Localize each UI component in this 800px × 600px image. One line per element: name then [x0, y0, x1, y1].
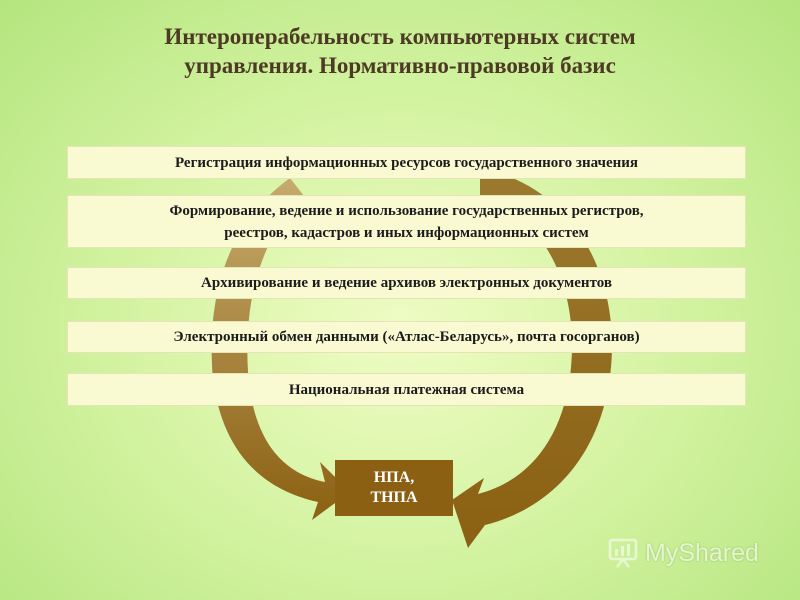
myshared-watermark-text: MyShared — [645, 538, 759, 567]
item-data-exchange-text: Электронный обмен данными («Атлас-Белару… — [173, 329, 640, 345]
npa-box-line-1: НПА, — [373, 469, 415, 486]
item-archiving: Архивирование и ведение архивов электрон… — [67, 267, 746, 299]
npa-box: НПА, ТНПА — [335, 460, 453, 516]
cycle-arrow-right — [452, 168, 612, 548]
item-payment-system-text: Национальная платежная система — [288, 381, 525, 398]
myshared-watermark: MyShared — [607, 535, 759, 571]
slide-title-line-2: управления. Нормативно-правовой базис — [184, 53, 616, 78]
item-data-exchange: Электронный обмен данными («Атлас-Белару… — [67, 321, 746, 353]
myshared-logo-icon — [608, 538, 638, 568]
item-registration-text: Регистрация информационных ресурсов госу… — [174, 154, 639, 171]
item-state-registers: Формирование, ведение и использование го… — [67, 195, 746, 248]
item-state-registers-line-1: Формирование, ведение и использование го… — [169, 202, 644, 219]
item-archiving-text: Архивирование и ведение архивов электрон… — [201, 275, 612, 291]
cycle-arrow-left — [211, 178, 350, 520]
slide-title: Интероперабельность компьютерных систем … — [0, 22, 800, 80]
item-payment-system: Национальная платежная система — [67, 373, 746, 406]
slide-title-line-1: Интероперабельность компьютерных систем — [164, 24, 636, 49]
item-state-registers-line-2: реестров, кадастров и иных информационны… — [224, 224, 589, 241]
npa-box-line-2: ТНПА — [370, 489, 418, 506]
item-registration: Регистрация информационных ресурсов госу… — [67, 146, 746, 179]
